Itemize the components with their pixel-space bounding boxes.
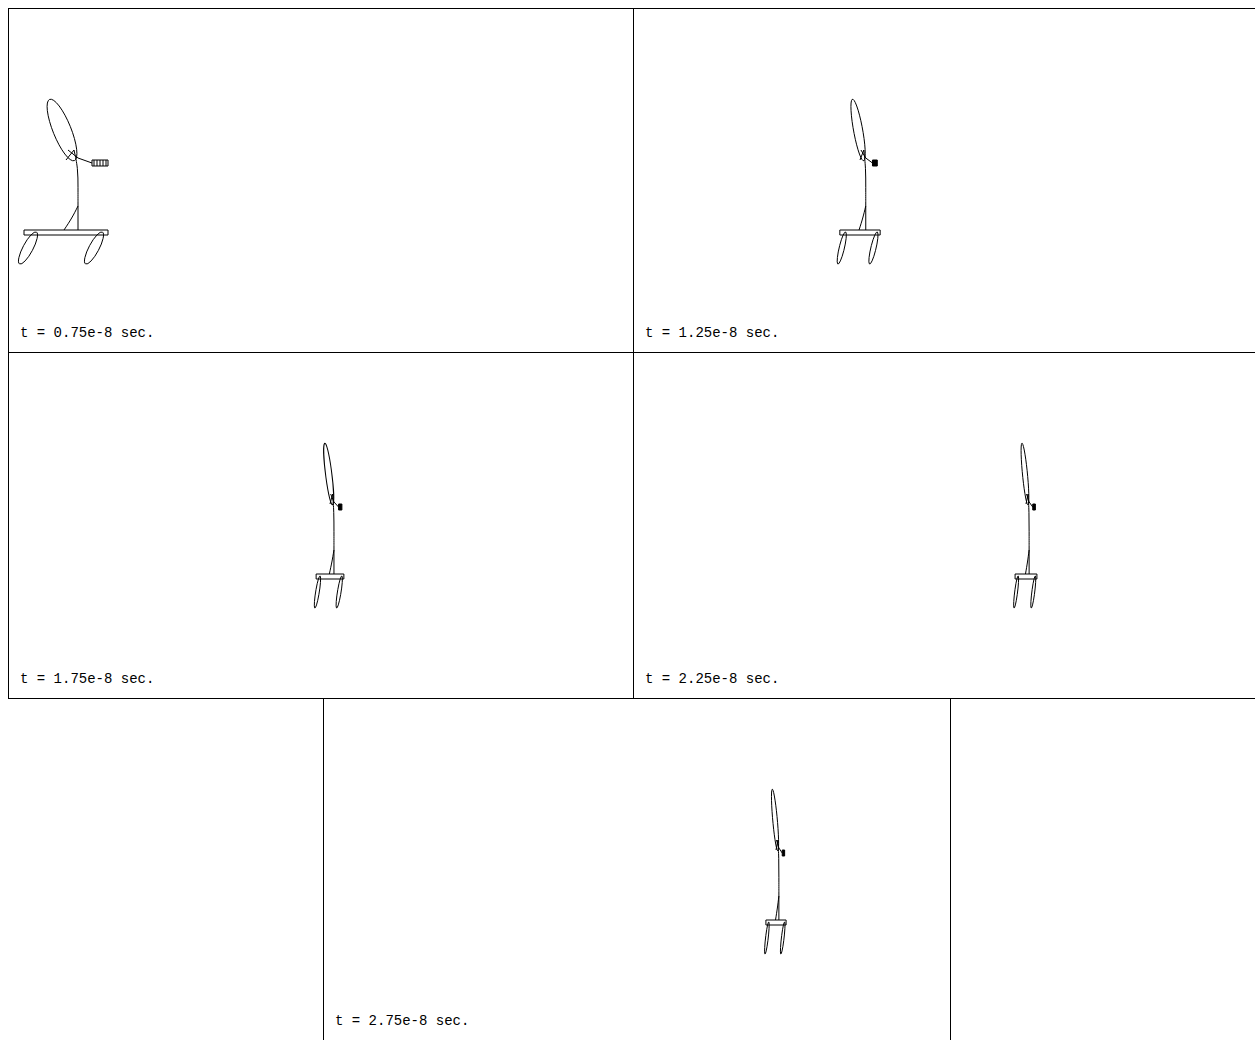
hand-block: [872, 160, 877, 166]
panel: [9, 353, 634, 699]
arm: [1026, 494, 1028, 504]
leg-line: [329, 550, 334, 574]
leg-line: [778, 896, 779, 920]
foot: [836, 230, 848, 266]
hand-block: [339, 504, 342, 510]
time-label: t = 1.75e-8 sec.: [20, 671, 154, 687]
figure: [764, 786, 786, 956]
foot: [1030, 574, 1037, 610]
arm: [779, 848, 782, 853]
foot: [335, 574, 343, 610]
arm: [78, 158, 92, 163]
leg-line: [859, 206, 866, 230]
arm: [334, 502, 339, 507]
leg-line: [776, 896, 779, 920]
leg-line: [1029, 550, 1030, 574]
arm: [860, 150, 864, 160]
hand-block: [92, 160, 108, 166]
foot: [764, 920, 770, 956]
hand-block: [1033, 504, 1036, 510]
arm: [866, 158, 873, 163]
leg-line: [333, 550, 334, 574]
foot: [81, 230, 107, 266]
time-label: t = 0.75e-8 sec.: [20, 325, 154, 341]
foot: [1013, 574, 1020, 610]
panel: [634, 9, 1255, 353]
leg-line: [1025, 550, 1029, 574]
time-label: t = 2.75e-8 sec.: [335, 1013, 469, 1029]
foot: [313, 574, 321, 610]
foot: [15, 230, 41, 266]
arm: [66, 150, 74, 160]
head-loop: [848, 96, 868, 164]
foot: [780, 920, 786, 956]
arm: [1029, 502, 1033, 507]
foot: [867, 230, 879, 266]
figure: [836, 96, 881, 266]
time-label: t = 2.25e-8 sec.: [645, 671, 779, 687]
panel-frame: [634, 353, 1255, 699]
head-loop: [41, 96, 82, 164]
panel: [9, 9, 634, 353]
figure: [1013, 440, 1037, 610]
panel-frame: [324, 699, 951, 1040]
leg-line: [64, 206, 78, 230]
leg-line: [78, 206, 79, 230]
figure: [15, 96, 108, 266]
time-label: t = 1.25e-8 sec.: [645, 325, 779, 341]
panel: [634, 353, 1255, 699]
arm: [330, 494, 333, 504]
figure: [313, 440, 344, 610]
panel-frame: [634, 9, 1255, 353]
panel-frame: [9, 9, 634, 353]
leg-line: [865, 206, 866, 230]
head-loop: [322, 440, 336, 508]
panel: [324, 699, 951, 1040]
panel-frame: [9, 353, 634, 699]
arm: [776, 840, 778, 850]
body: [74, 150, 78, 206]
hand-block: [782, 850, 784, 856]
